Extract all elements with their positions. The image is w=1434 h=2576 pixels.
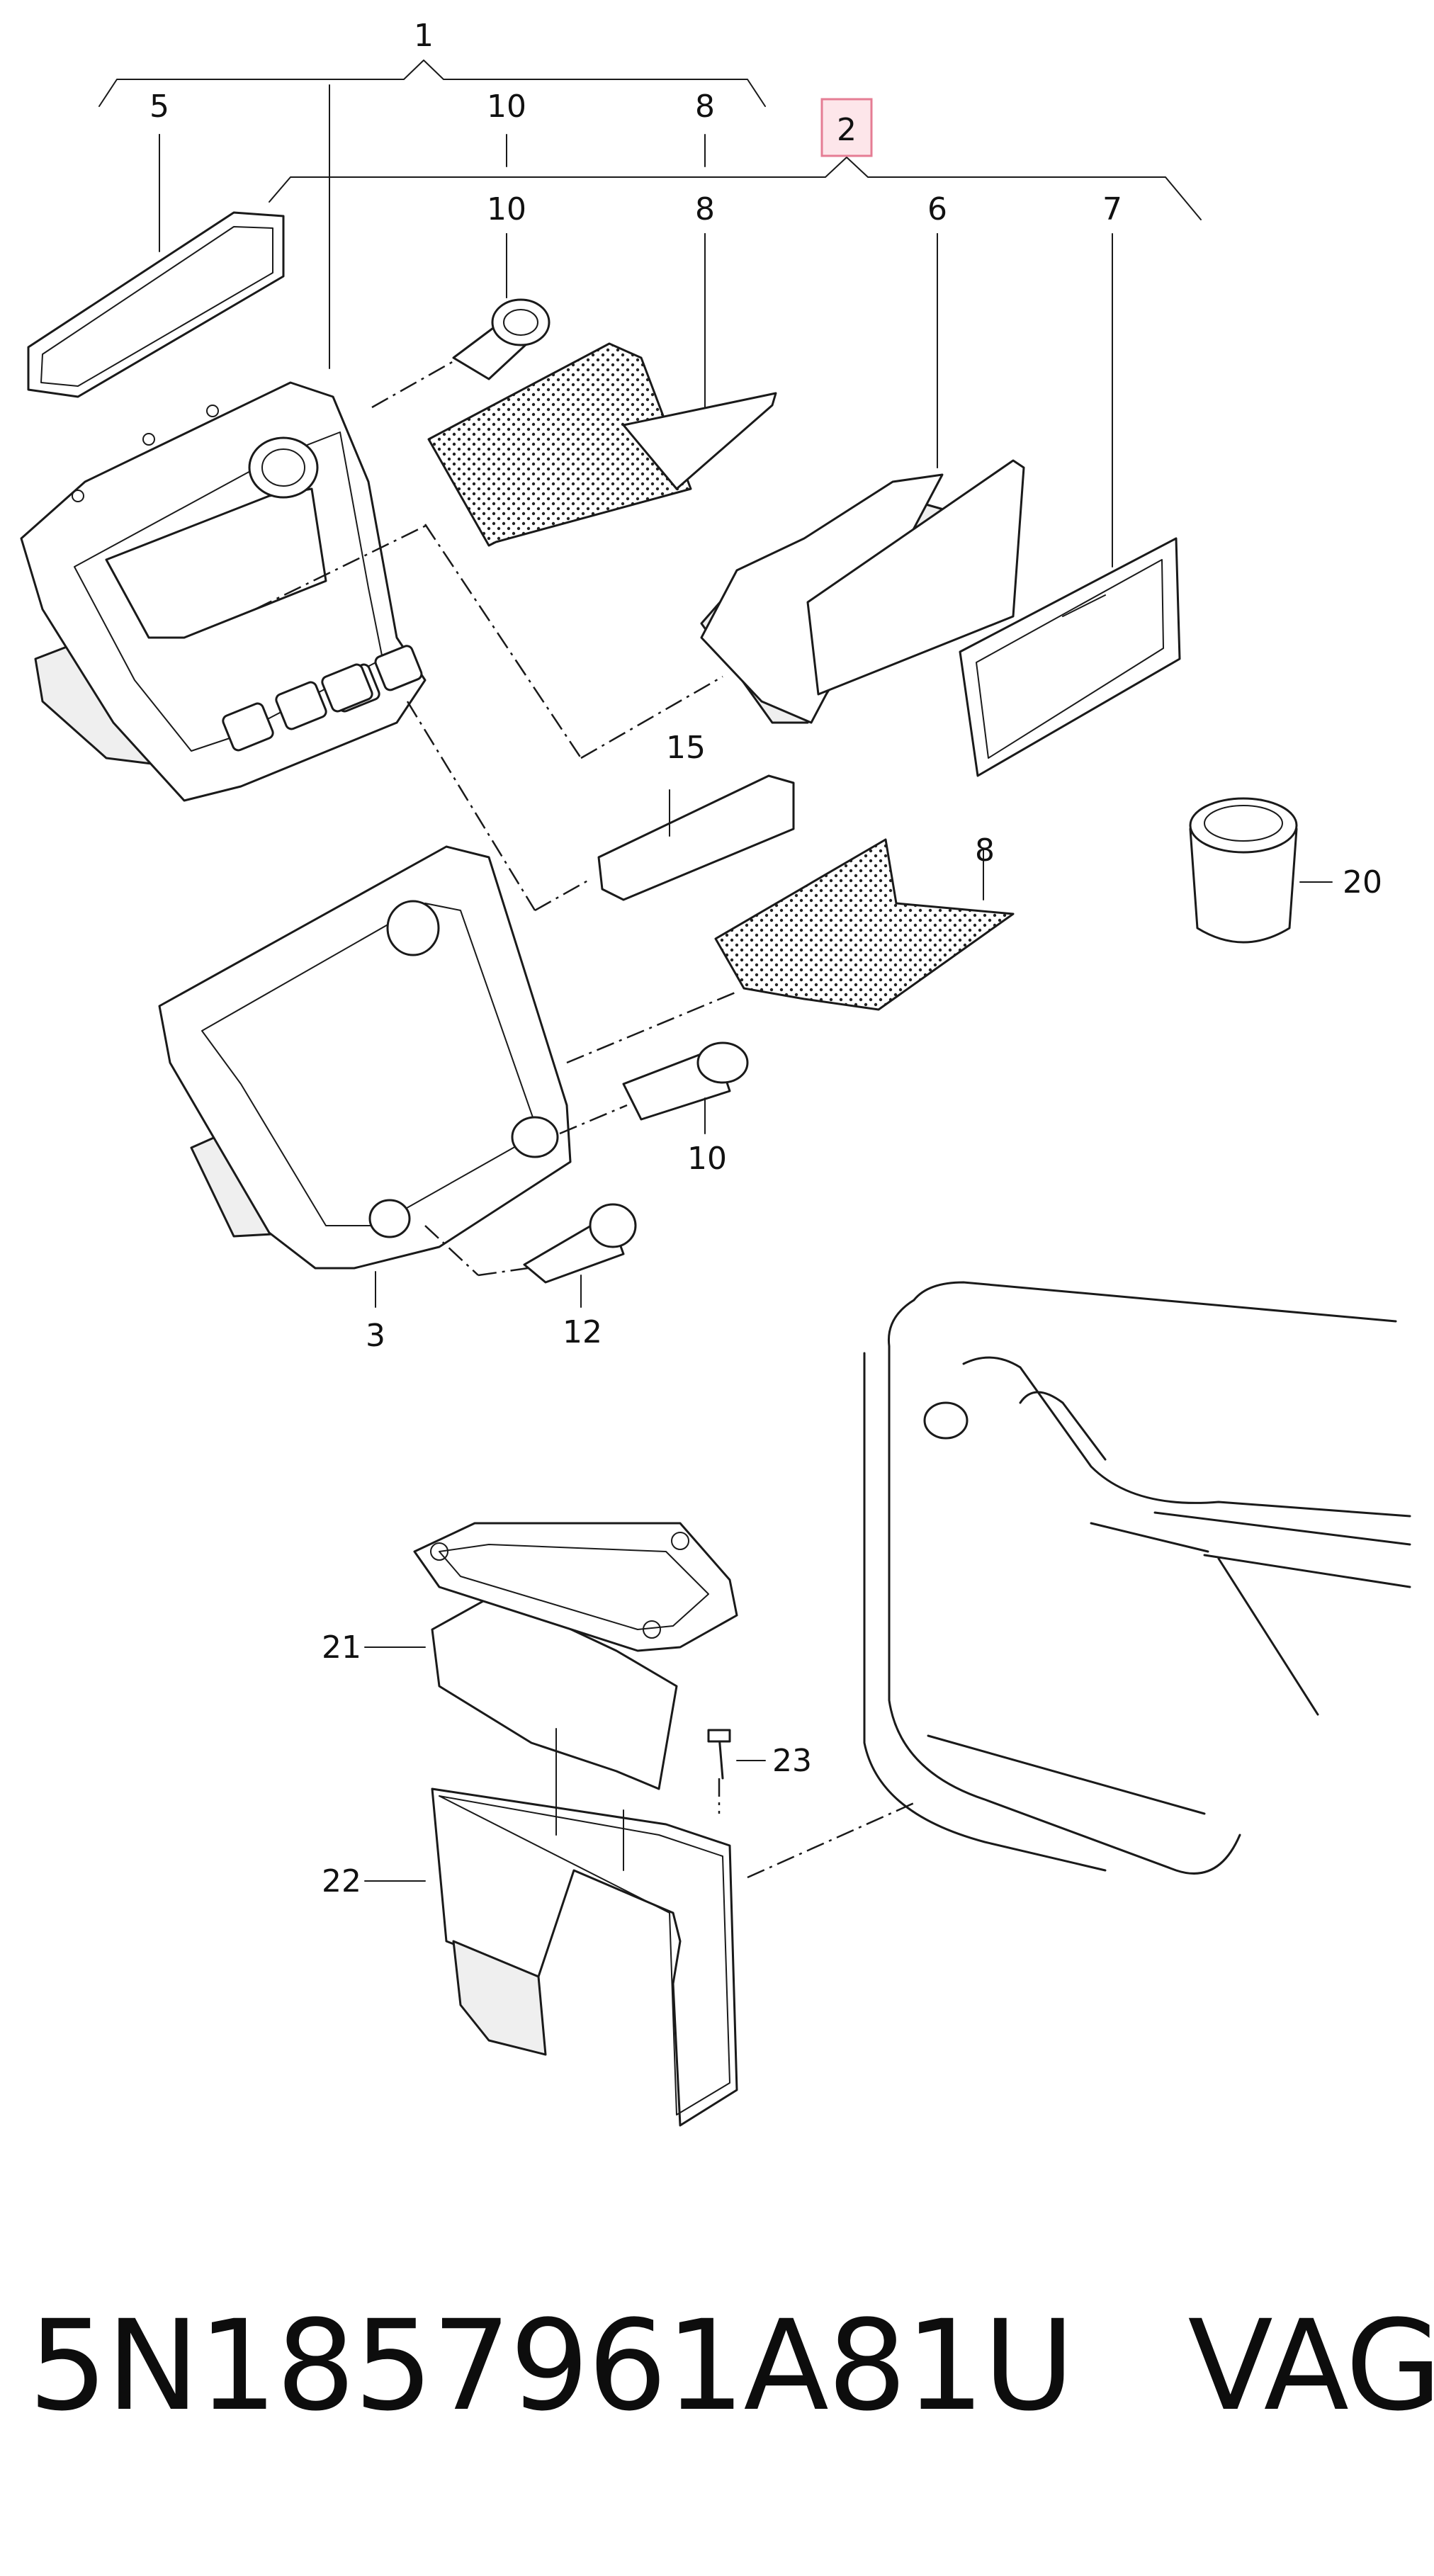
part-10-socket-upper xyxy=(452,233,551,380)
part-22-bin xyxy=(364,1787,738,2127)
callout-labels: 1 5 10 8 2 10 8 6 7 15 8 20 10 3 12 21 2… xyxy=(149,18,1382,1899)
callout-12: 12 xyxy=(563,1314,602,1350)
part-10-socket-lower xyxy=(622,1041,749,1134)
part-23-screw xyxy=(707,1729,766,1780)
bracket-group-2 xyxy=(269,157,1202,567)
callout-8a: 8 xyxy=(695,89,715,125)
part-6-compartment xyxy=(700,233,1025,724)
callout-2-highlight xyxy=(820,98,873,157)
part-8-mat-lower xyxy=(714,838,1015,1011)
callout-6: 6 xyxy=(927,191,947,227)
part-1-console-housing xyxy=(20,381,427,802)
callout-15: 15 xyxy=(666,730,706,766)
callout-8c: 8 xyxy=(975,832,995,869)
callout-7: 7 xyxy=(1102,191,1122,227)
part-5-trim-frame xyxy=(27,134,285,398)
part-7-lid-panel xyxy=(959,537,1181,777)
callout-10b: 10 xyxy=(487,191,526,227)
part-15-insert xyxy=(597,774,795,901)
part-20-cup xyxy=(1189,797,1333,944)
callout-1: 1 xyxy=(414,18,434,54)
part-number-caption: 5N1857961A81U VAG xyxy=(28,2293,1434,2439)
callout-2: 2 xyxy=(837,112,857,148)
part-8-mat-upper xyxy=(427,233,777,547)
callout-5: 5 xyxy=(149,89,169,125)
callout-3: 3 xyxy=(366,1318,385,1354)
part-21-bin xyxy=(364,1522,738,1790)
door-panel xyxy=(863,1281,1411,1875)
callout-10c: 10 xyxy=(687,1141,727,1177)
callout-22: 22 xyxy=(322,1863,361,1899)
callout-20: 20 xyxy=(1343,864,1382,900)
callout-8b: 8 xyxy=(695,191,715,227)
callout-23: 23 xyxy=(772,1743,812,1779)
callout-10a: 10 xyxy=(487,89,526,125)
callout-21: 21 xyxy=(322,1629,361,1666)
part-12-socket xyxy=(523,1203,637,1308)
assembly-leader-lines xyxy=(254,360,915,1879)
part-3-console-trim xyxy=(158,845,572,1308)
